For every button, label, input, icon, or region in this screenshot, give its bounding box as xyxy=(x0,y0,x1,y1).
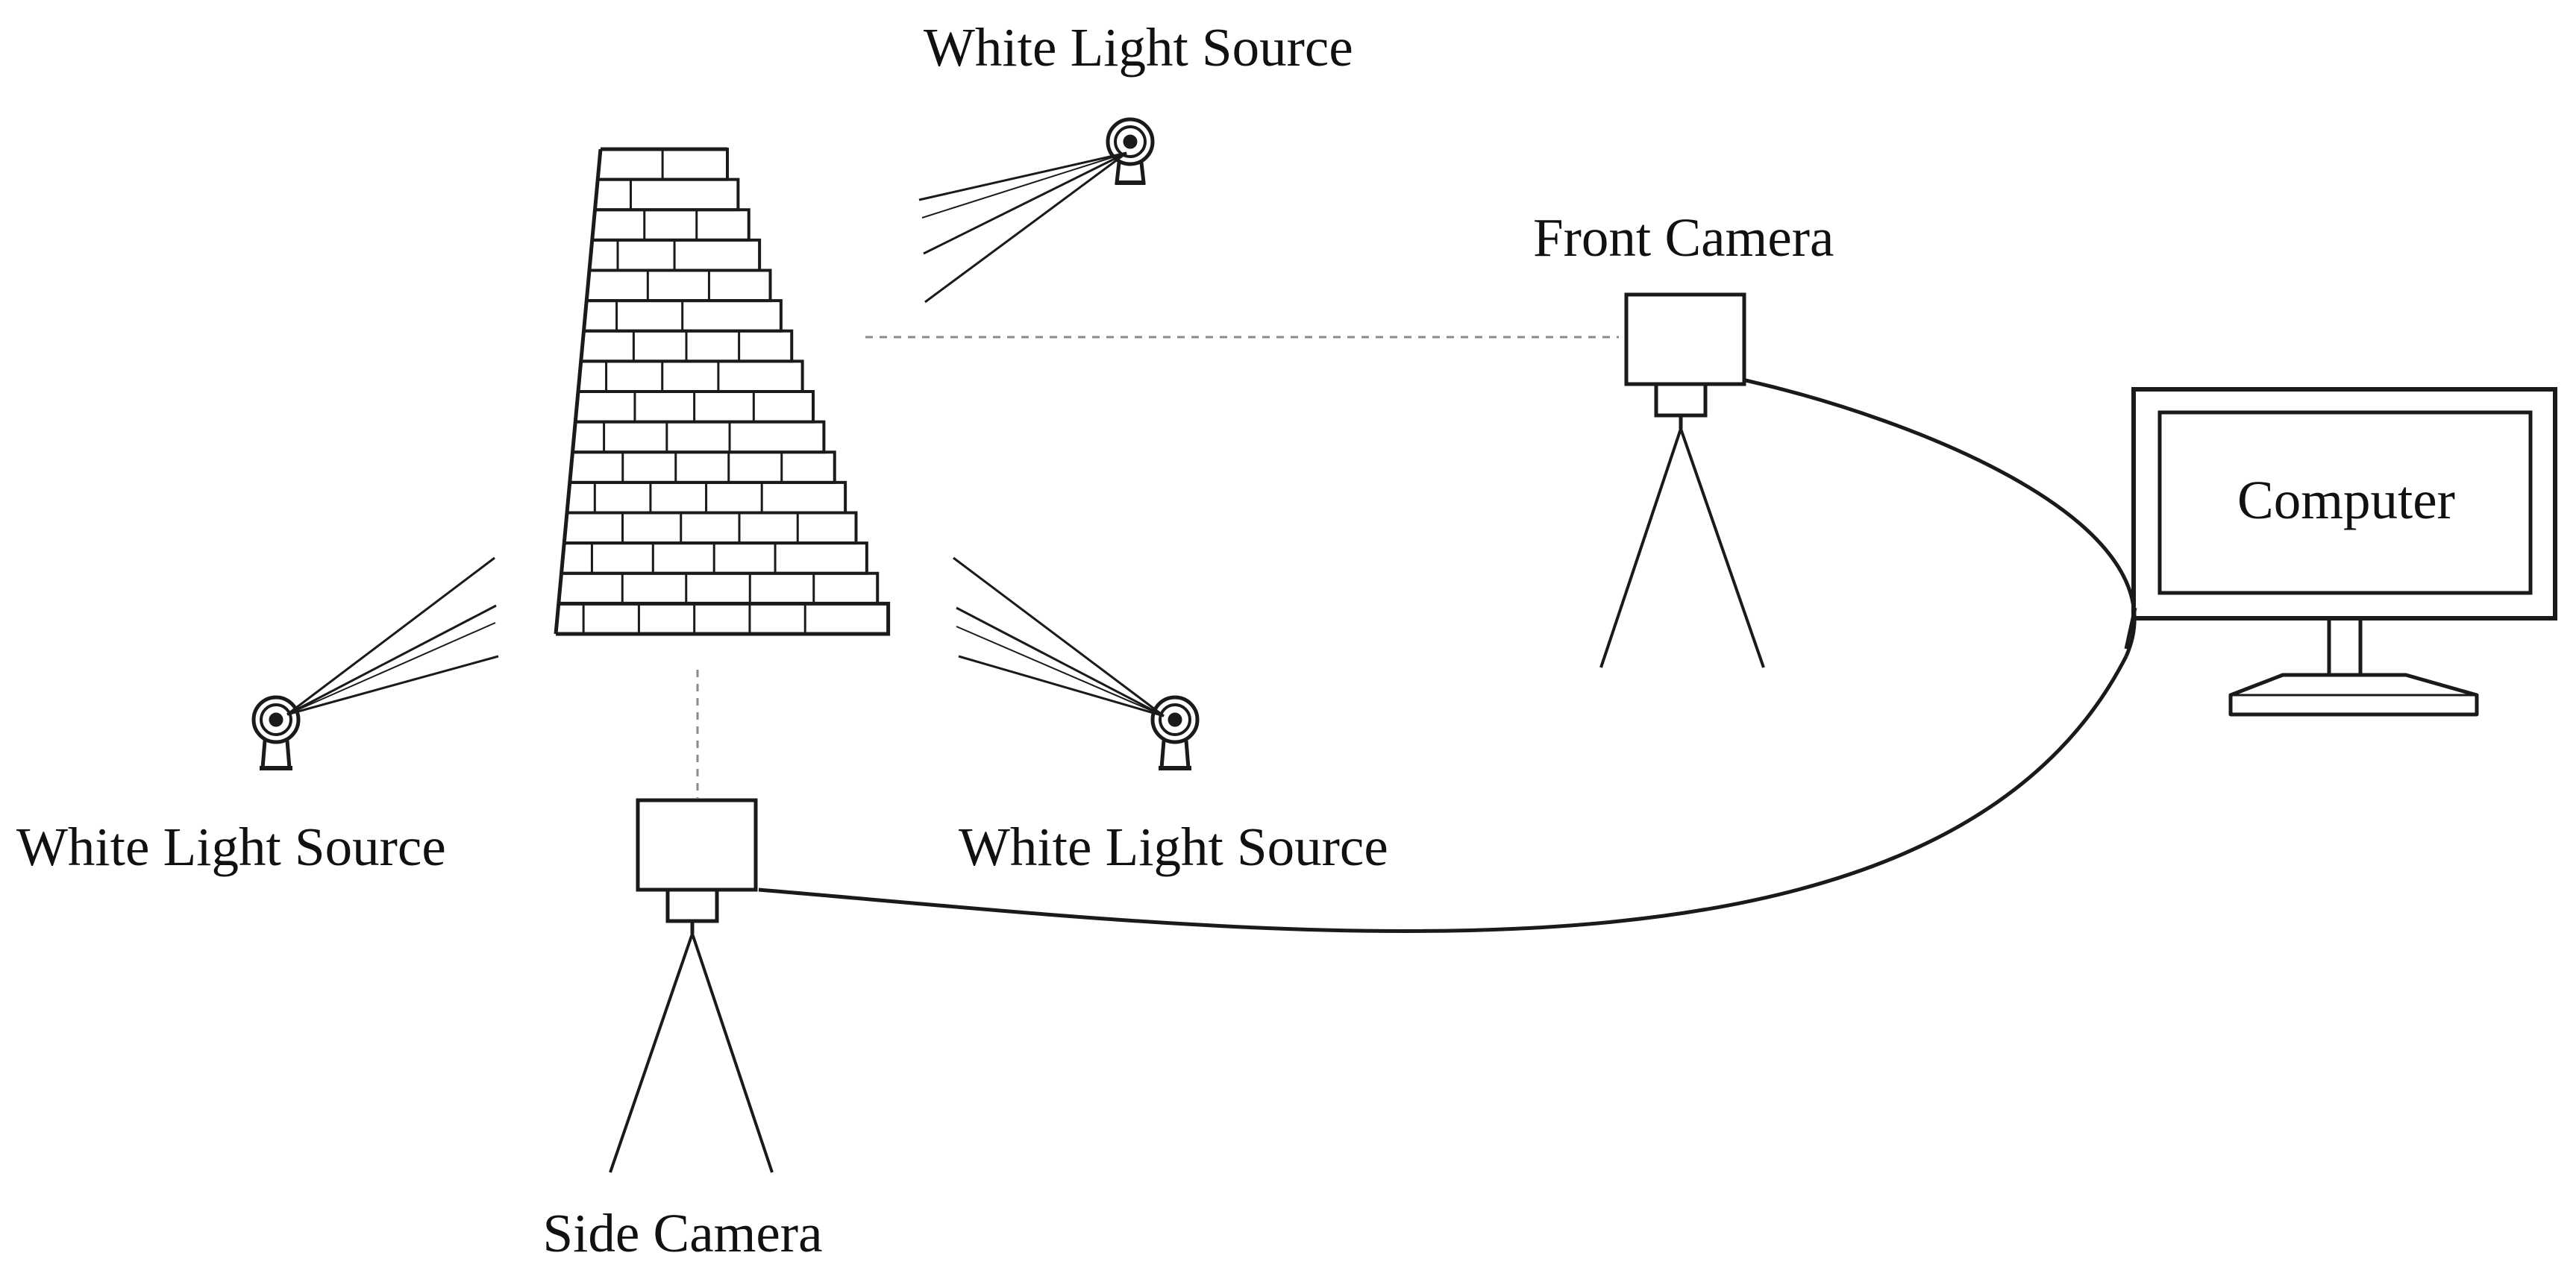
wall-course xyxy=(558,571,880,606)
label-front-camera: Front Camera xyxy=(1533,207,1834,268)
tripod-icon xyxy=(1599,415,1765,668)
tripod-icon xyxy=(609,921,774,1173)
wall-course xyxy=(556,601,891,636)
camera-icon xyxy=(1624,292,1746,418)
monitor-icon xyxy=(2131,387,2557,717)
spotlight-icon xyxy=(1150,695,1200,770)
wall-course xyxy=(569,450,836,484)
front-camera-cable xyxy=(1745,378,2137,658)
wall-course xyxy=(586,268,772,303)
light-source-right xyxy=(953,556,1200,770)
light-source-left xyxy=(251,556,499,770)
wall-course xyxy=(595,177,740,212)
side-camera-cable xyxy=(758,655,2128,934)
wall-left-edge xyxy=(554,148,603,635)
wall-course xyxy=(572,420,826,454)
computer-cable-stub xyxy=(2124,607,2137,650)
label-light-left: White Light Source xyxy=(16,817,446,877)
camera-icon xyxy=(636,798,758,923)
label-side-camera: Side Camera xyxy=(542,1203,822,1263)
light-source-top xyxy=(918,117,1155,304)
spotlight-icon xyxy=(251,695,301,770)
computer xyxy=(2131,387,2557,717)
masonry-wall xyxy=(554,147,891,636)
wall-course xyxy=(564,511,858,545)
side-camera xyxy=(609,798,774,1173)
label-light-right: White Light Source xyxy=(959,817,1388,877)
label-computer: Computer xyxy=(2237,470,2455,530)
wall-course xyxy=(592,208,750,242)
spotlight-icon xyxy=(1106,117,1155,185)
front-camera xyxy=(1599,292,1765,668)
wall-course xyxy=(578,359,804,393)
label-light-top: White Light Source xyxy=(924,17,1353,78)
